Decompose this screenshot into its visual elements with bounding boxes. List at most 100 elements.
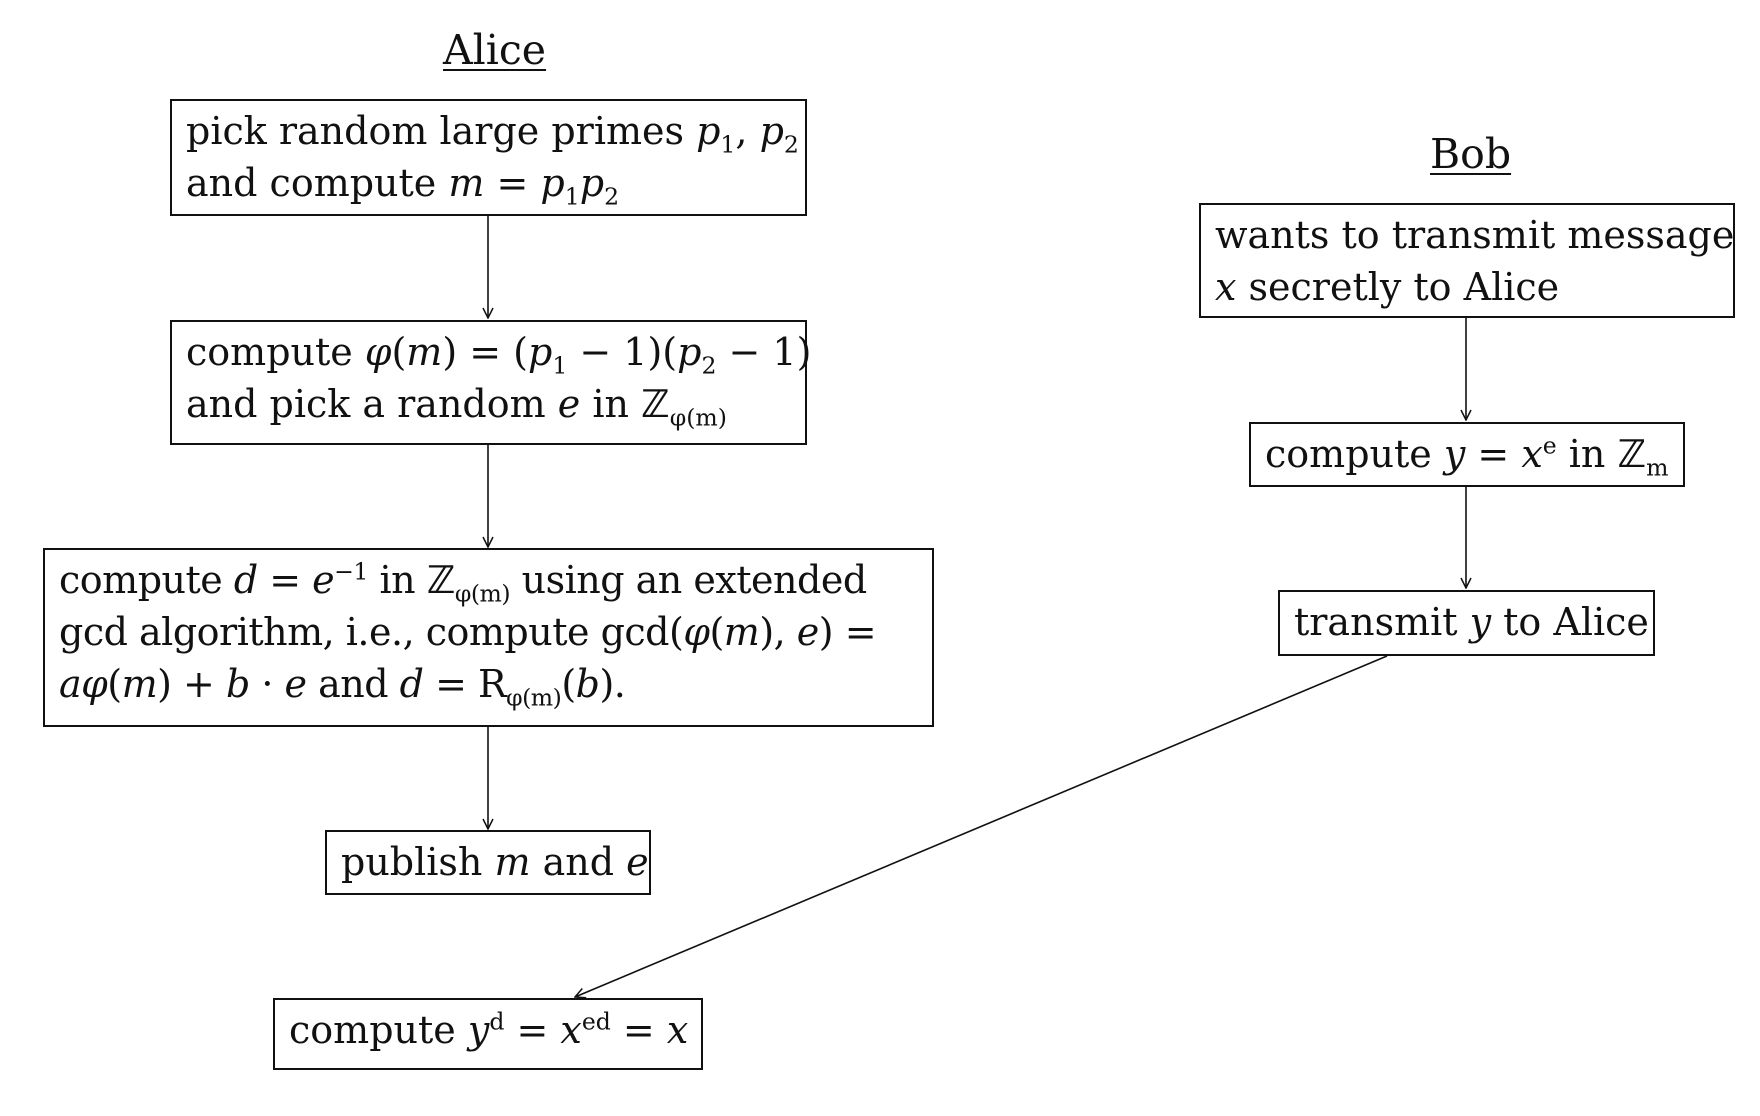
math-symbol: e xyxy=(284,662,308,706)
text-fragment: ( xyxy=(561,662,576,706)
step-text-line: compute yd = xed = x xyxy=(289,1004,689,1056)
text-fragment: ) + xyxy=(157,662,226,706)
math-symbol: φ(m) xyxy=(506,683,562,712)
math-symbol: p xyxy=(527,330,553,374)
text-fragment: ). xyxy=(599,662,626,706)
text-fragment: transmit xyxy=(1294,600,1470,644)
text-fragment: using an extended xyxy=(510,558,868,602)
math-symbol: e xyxy=(1542,431,1557,460)
edge-bob-3-to-alice-5 xyxy=(575,655,1388,997)
text-fragment: 2 xyxy=(604,182,620,211)
step-text-line: compute y = xe in ℤm xyxy=(1265,428,1669,480)
text-fragment: to Alice xyxy=(1491,600,1649,644)
step-text-line: aφ(m) + b · e and d = Rφ(m)(b). xyxy=(59,658,918,710)
text-fragment: = xyxy=(484,161,541,205)
math-symbol: x xyxy=(1521,432,1543,476)
text-fragment: = xyxy=(610,1008,667,1052)
math-symbol: x xyxy=(560,1008,582,1052)
math-symbol: p xyxy=(579,161,605,205)
math-symbol: d xyxy=(399,662,424,706)
bob-step-3: transmit y to Alice xyxy=(1278,590,1655,656)
math-symbol: φ(m) xyxy=(669,403,727,432)
math-symbol: φ xyxy=(683,610,710,654)
math-symbol: e xyxy=(312,558,335,602)
text-fragment: in xyxy=(367,558,427,602)
math-symbol: e xyxy=(626,840,649,884)
text-fragment: pick random large primes xyxy=(186,109,697,153)
text-fragment: 1 xyxy=(564,182,580,211)
math-symbol: b xyxy=(225,662,250,706)
text-fragment: in xyxy=(1556,432,1618,476)
text-fragment: − 1)( xyxy=(567,330,678,374)
text-fragment: 1 xyxy=(552,351,568,380)
step-text-line: transmit y to Alice xyxy=(1294,596,1649,648)
math-symbol: m xyxy=(494,840,531,884)
text-fragment: ( xyxy=(709,610,724,654)
text-fragment: 1 xyxy=(720,130,736,159)
text-fragment: 2 xyxy=(701,351,717,380)
math-symbol: m xyxy=(448,161,485,205)
text-fragment: ℤ xyxy=(1617,432,1647,476)
math-symbol: p xyxy=(677,330,702,374)
text-fragment: publish xyxy=(341,840,495,884)
math-symbol: φ(m) xyxy=(454,579,511,608)
math-symbol: φ xyxy=(364,330,392,374)
text-fragment: ), xyxy=(759,610,797,654)
step-text-line: and compute m = p1p2 xyxy=(186,157,791,209)
text-fragment: = xyxy=(1465,432,1522,476)
math-symbol: x xyxy=(1215,265,1237,309)
text-fragment: and xyxy=(306,662,400,706)
text-fragment: − 1) xyxy=(716,330,812,374)
alice-step-5: compute yd = xed = x xyxy=(273,998,703,1070)
text-fragment: = xyxy=(257,558,313,602)
text-fragment: wants to transmit message xyxy=(1215,213,1735,257)
text-fragment: ) = ( xyxy=(442,330,528,374)
step-text-line: compute φ(m) = (p1 − 1)(p2 − 1) xyxy=(186,326,811,380)
text-fragment: compute xyxy=(1265,432,1444,476)
text-fragment: ) = xyxy=(818,610,877,654)
math-symbol: p xyxy=(696,109,721,153)
text-fragment: ( xyxy=(391,330,407,374)
text-fragment: secretly to Alice xyxy=(1236,265,1560,309)
bob-step-2: compute y = xe in ℤm xyxy=(1249,422,1685,487)
text-fragment: , xyxy=(735,109,760,153)
math-symbol: x xyxy=(666,1008,689,1052)
alice-header: Alice xyxy=(443,26,547,74)
text-fragment: compute xyxy=(289,1008,468,1052)
math-symbol: d xyxy=(233,558,258,602)
math-symbol: e xyxy=(796,610,820,654)
text-fragment: and xyxy=(530,840,627,884)
math-symbol: p xyxy=(540,161,565,205)
text-fragment: compute xyxy=(186,330,365,374)
step-text-line: pick random large primes p1, p2 xyxy=(186,105,799,159)
text-fragment: ℤ xyxy=(641,382,670,426)
alice-step-4: publish m and e xyxy=(325,830,651,895)
alice-step-2: compute φ(m) = (p1 − 1)(p2 − 1)and pick … xyxy=(170,320,811,445)
step-text-line: wants to transmit message xyxy=(1215,209,1734,261)
math-symbol: p xyxy=(759,109,784,153)
math-symbol: y xyxy=(1469,600,1492,644)
text-fragment: · xyxy=(249,662,285,706)
math-symbol: φ xyxy=(81,662,108,706)
text-fragment: −1 xyxy=(334,557,368,586)
step-text-line: gcd algorithm, i.e., compute gcd(φ(m), e… xyxy=(59,606,918,658)
text-fragment: ℤ xyxy=(426,558,456,602)
step-text-line: x secretly to Alice xyxy=(1215,261,1719,313)
alice-step-3: compute d = e−1 in ℤφ(m) using an extend… xyxy=(43,548,934,727)
step-text-line: compute d = e−1 in ℤφ(m) using an extend… xyxy=(59,554,918,606)
math-symbol: y xyxy=(467,1008,490,1052)
text-fragment: and compute xyxy=(186,161,449,205)
text-fragment: = xyxy=(504,1008,561,1052)
math-symbol: m xyxy=(406,330,443,374)
math-symbol: ed xyxy=(581,1007,611,1036)
text-fragment: ( xyxy=(107,662,122,706)
math-symbol: m xyxy=(723,610,760,654)
math-symbol: y xyxy=(1443,432,1466,476)
math-symbol: d xyxy=(489,1007,505,1036)
text-fragment: = R xyxy=(423,662,507,706)
math-symbol: e xyxy=(557,382,581,426)
